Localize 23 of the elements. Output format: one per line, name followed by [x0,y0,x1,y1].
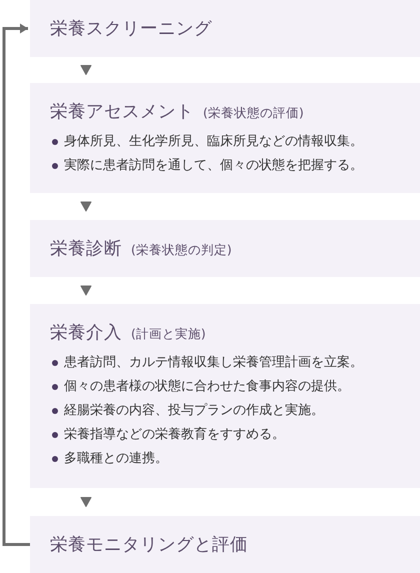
step-heading: 栄養スクリーニング [50,18,212,40]
step-heading: 栄養診断 [50,238,122,260]
arrow [80,202,92,212]
step-heading: 栄養介入 [50,322,122,344]
step-note: (計画と実施) [131,325,206,343]
list-item: 経腸栄養の内容、投与プランの作成と実施。 [64,402,324,420]
list-item: 身体所見、生化学所見、臨床所見などの情報収集。 [64,133,363,151]
step-note: (栄養状態の評価) [203,104,304,122]
process-box [30,304,420,488]
list-item: 個々の患者様の状態に合わせた食事内容の提供。 [64,378,350,396]
step-heading: 栄養モニタリングと評価 [50,534,248,556]
arrow [80,65,92,75]
process-box [30,516,420,573]
list-item: 栄養指導などの栄養教育をすすめる。 [64,426,285,444]
step-note: (栄養状態の判定) [131,241,232,259]
arrow [80,497,92,507]
process-box [30,83,420,193]
list-item: 実際に患者訪問を通して、個々の状態を把握する。 [64,157,363,175]
step-heading: 栄養アセスメント [50,101,194,123]
loop-arrow [2,24,30,546]
list-item: 患者訪問、カルテ情報収集し栄養管理計画を立案。 [64,354,363,372]
arrow [80,286,92,296]
list-item: 多職種との連携。 [64,450,168,468]
